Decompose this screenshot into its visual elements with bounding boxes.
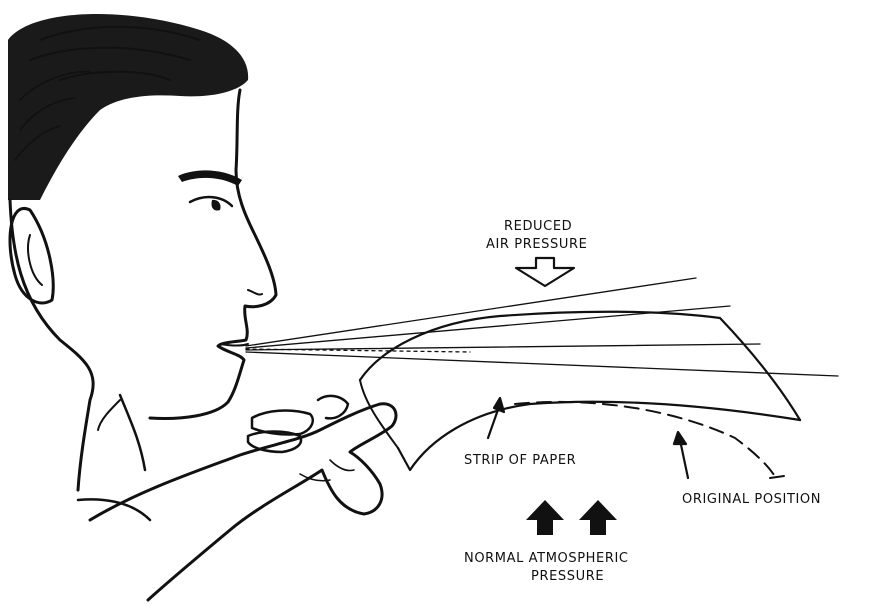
- label-reduced-line2: AIR PRESSURE: [486, 237, 587, 252]
- hand: [78, 396, 396, 600]
- neck-back: [10, 200, 93, 490]
- breath-line: [246, 344, 760, 350]
- label-strip-of-paper: STRIP OF PAPER: [464, 453, 576, 468]
- eye-pupil: [211, 200, 220, 211]
- collar: [98, 400, 120, 430]
- lips: [220, 344, 248, 346]
- solid-up-arrow-icon: [526, 500, 564, 535]
- original-pointer-line: [680, 440, 688, 478]
- eyebrow: [178, 170, 242, 186]
- thumb: [318, 396, 348, 418]
- man-head: [8, 14, 276, 490]
- eye: [190, 197, 232, 206]
- solid-up-arrow-icon: [579, 500, 617, 535]
- original-position-tip: [770, 476, 784, 478]
- paper-strip: [360, 312, 800, 470]
- normal-pressure-arrows: [526, 500, 617, 535]
- knuckle-lines: [300, 460, 354, 481]
- hollow-down-arrow-icon: [516, 258, 574, 286]
- reduced-pressure-arrow: [516, 258, 574, 286]
- breath-stream: [246, 278, 838, 376]
- original-pointer-head: [674, 432, 686, 444]
- face-profile: [150, 90, 276, 418]
- paper-strip-left-edge: [360, 380, 398, 448]
- nostril: [248, 290, 262, 295]
- ear-inner: [28, 235, 42, 285]
- label-original-position: ORIGINAL POSITION: [682, 492, 821, 507]
- breath-line: [246, 352, 838, 376]
- label-reduced-line1: REDUCED: [504, 219, 572, 234]
- strip-pointer-head: [494, 398, 504, 412]
- label-normal-line1: NORMAL ATMOSPHERIC: [464, 551, 629, 566]
- jaw-neck: [120, 395, 145, 470]
- wrist: [78, 499, 150, 520]
- paper-strip-bottom-edge: [398, 402, 800, 470]
- label-normal-line2: PRESSURE: [531, 569, 604, 584]
